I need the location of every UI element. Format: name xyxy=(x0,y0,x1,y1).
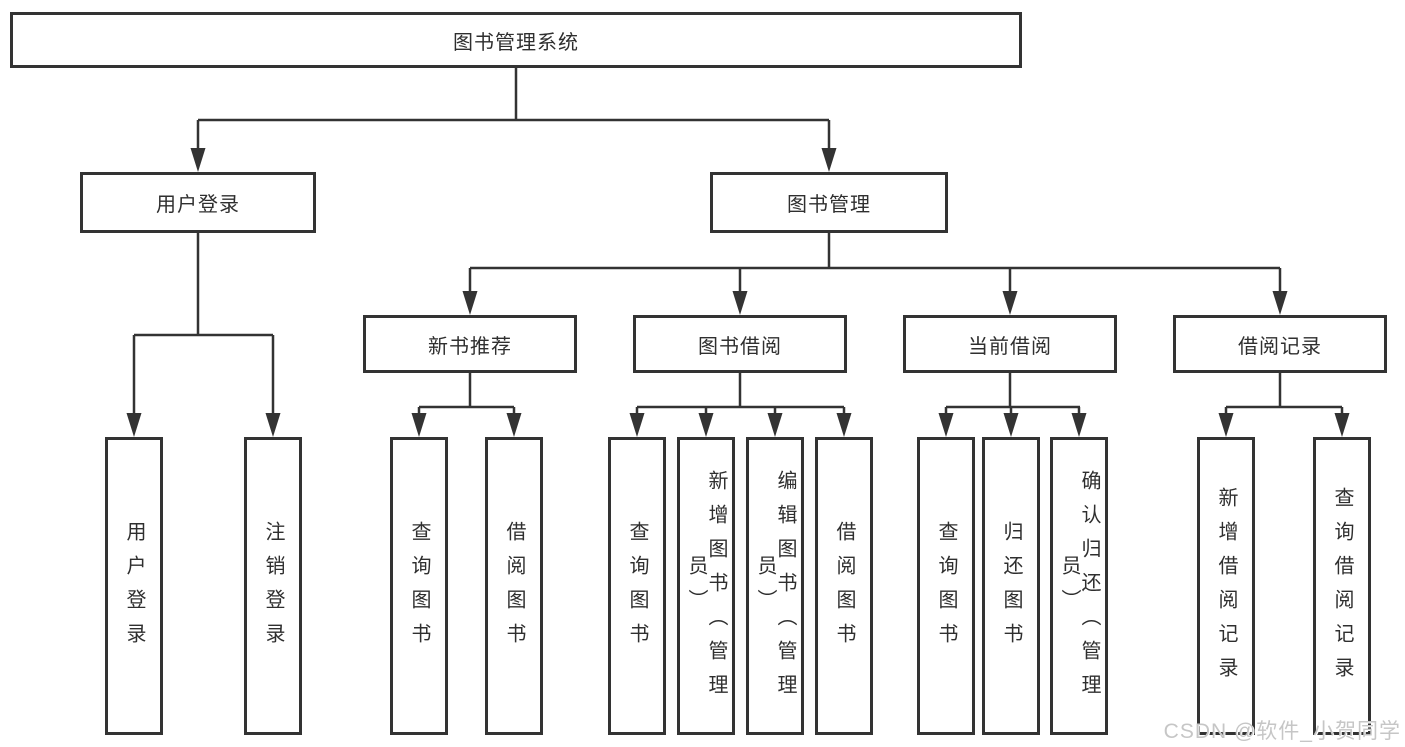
arrowhead xyxy=(1272,291,1288,315)
leaf-query-books-borrowing: 查询图书 xyxy=(608,437,666,735)
leaf-query-borrow-record: 查询借阅记录 xyxy=(1313,437,1371,735)
arrowhead xyxy=(462,291,478,315)
leaf-edit-book-admin: 编辑图书（管理员） xyxy=(746,437,804,735)
node-library-management-system: 图书管理系统 xyxy=(10,12,1022,68)
arrowhead xyxy=(1334,413,1350,437)
node-current-borrowing: 当前借阅 xyxy=(903,315,1117,373)
leaf-add-book-admin: 新增图书（管理员） xyxy=(677,437,735,735)
arrowhead xyxy=(629,413,645,437)
arrowhead xyxy=(126,413,142,437)
arrowhead xyxy=(1071,413,1087,437)
arrowhead xyxy=(265,413,281,437)
arrowhead xyxy=(506,413,522,437)
leaf-query-books-recommend: 查询图书 xyxy=(390,437,448,735)
leaf-add-borrow-record: 新增借阅记录 xyxy=(1197,437,1255,735)
arrowhead xyxy=(1002,291,1018,315)
node-book-borrowing: 图书借阅 xyxy=(633,315,847,373)
leaf-query-books-current: 查询图书 xyxy=(917,437,975,735)
leaf-user-login: 用户登录 xyxy=(105,437,163,735)
arrowhead xyxy=(698,413,714,437)
arrowhead xyxy=(411,413,427,437)
leaf-borrow-books-recommend: 借阅图书 xyxy=(485,437,543,735)
leaf-logout: 注销登录 xyxy=(244,437,302,735)
arrowhead xyxy=(732,291,748,315)
node-borrowing-records: 借阅记录 xyxy=(1173,315,1387,373)
node-user-login: 用户登录 xyxy=(80,172,316,233)
leaf-confirm-return-admin: 确认归还（管理员） xyxy=(1050,437,1108,735)
node-book-management: 图书管理 xyxy=(710,172,948,233)
node-new-book-recommend: 新书推荐 xyxy=(363,315,577,373)
arrowhead xyxy=(938,413,954,437)
arrowhead xyxy=(1003,413,1019,437)
leaf-return-books: 归还图书 xyxy=(982,437,1040,735)
arrowhead xyxy=(821,148,837,172)
leaf-borrow-books-borrowing: 借阅图书 xyxy=(815,437,873,735)
arrowhead xyxy=(767,413,783,437)
arrowhead xyxy=(836,413,852,437)
watermark-csdn: CSDN @软件_小贺同学 xyxy=(1163,720,1401,743)
arrowhead xyxy=(1218,413,1234,437)
arrowhead xyxy=(190,148,206,172)
